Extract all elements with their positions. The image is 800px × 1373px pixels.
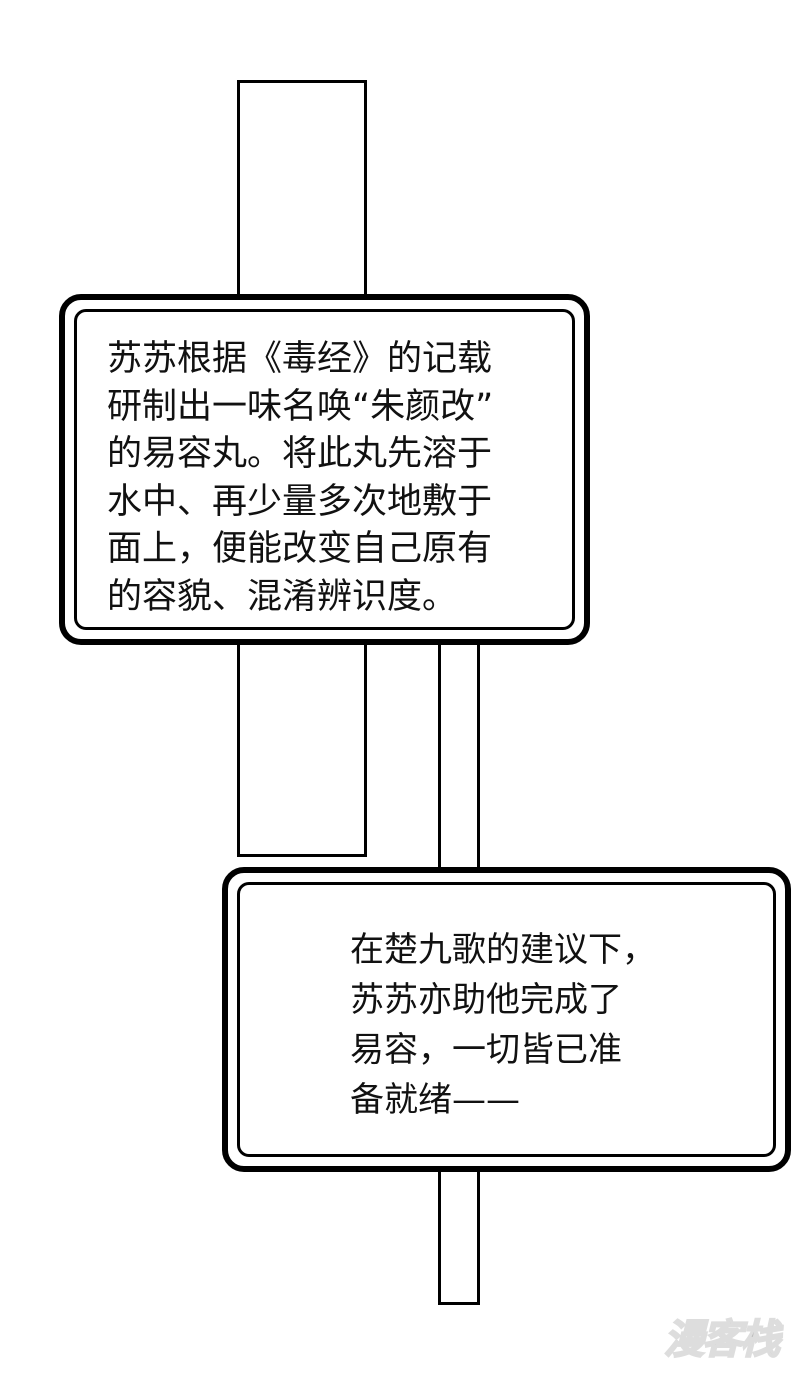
caption-box-2: 在楚九歌的建议下， 苏苏亦助他完成了 易容，一切皆已准 备就绪—— bbox=[222, 867, 791, 1172]
caption-2-text: 在楚九歌的建议下， 苏苏亦助他完成了 易容，一切皆已准 备就绪—— bbox=[350, 925, 656, 1125]
caption-line: 在楚九歌的建议下， bbox=[350, 930, 656, 970]
caption-box-1: 苏苏根据《毒经》的记载 研制出一味名唤“朱颜改” 的易容丸。将此丸先溶于 水中、… bbox=[59, 294, 590, 645]
caption-box-1-inner-border bbox=[74, 309, 575, 630]
caption-box-2-inner-border bbox=[237, 882, 776, 1157]
caption-line: 的容貌、混淆辨识度。 bbox=[107, 576, 458, 617]
caption-line: 水中、再少量多次地敷于 bbox=[107, 481, 493, 522]
watermark-logo: 漫客栈 bbox=[663, 1316, 781, 1364]
caption-line: 苏苏根据《毒经》的记载 bbox=[107, 339, 493, 379]
caption-line: 面上，便能改变自己原有 bbox=[107, 529, 493, 569]
caption-1-text: 苏苏根据《毒经》的记载 研制出一味名唤“朱颜改” 的易容丸。将此丸先溶于 水中、… bbox=[107, 336, 493, 621]
caption-line: 备就绪—— bbox=[350, 1080, 520, 1120]
caption-line: 苏苏亦助他完成了 bbox=[350, 980, 622, 1020]
caption-line: 易容，一切皆已准 bbox=[350, 1030, 622, 1070]
caption-line: 的易容丸。将此丸先溶于 bbox=[107, 434, 493, 474]
caption-line: 研制出一味名唤“朱颜改” bbox=[107, 386, 494, 427]
